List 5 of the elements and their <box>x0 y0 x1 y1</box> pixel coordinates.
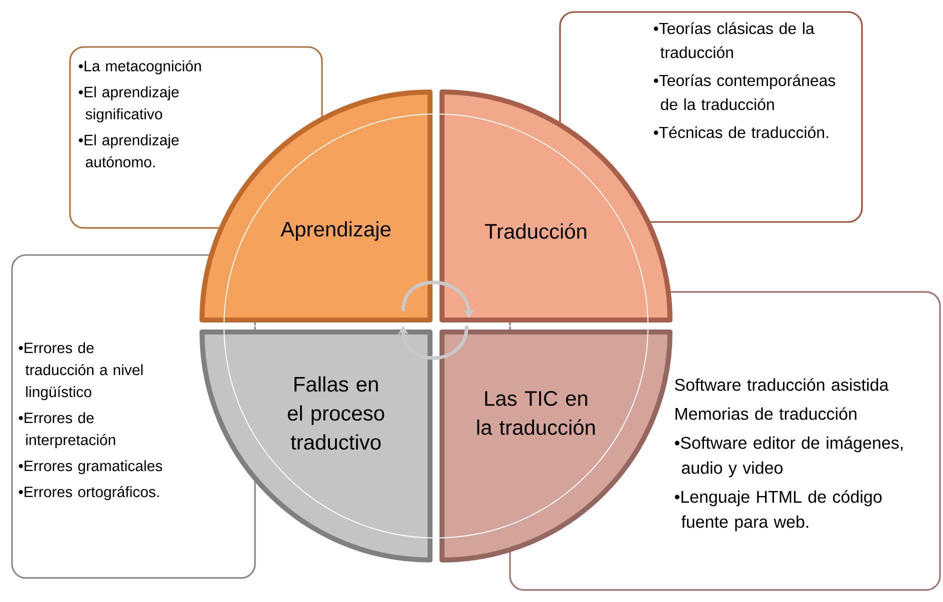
cycle-arrow <box>398 326 469 360</box>
text-box: •Teorías clásicas de la traducción •Teorías contemporáneas de la traducción •Técnicas de traducción. <box>559 11 863 223</box>
quadrant: Aprendizaje <box>200 90 436 326</box>
quadrant: Las TIC en la traducción <box>436 325 672 562</box>
quadrant: Fallas en el proceso traductivo <box>200 325 436 562</box>
